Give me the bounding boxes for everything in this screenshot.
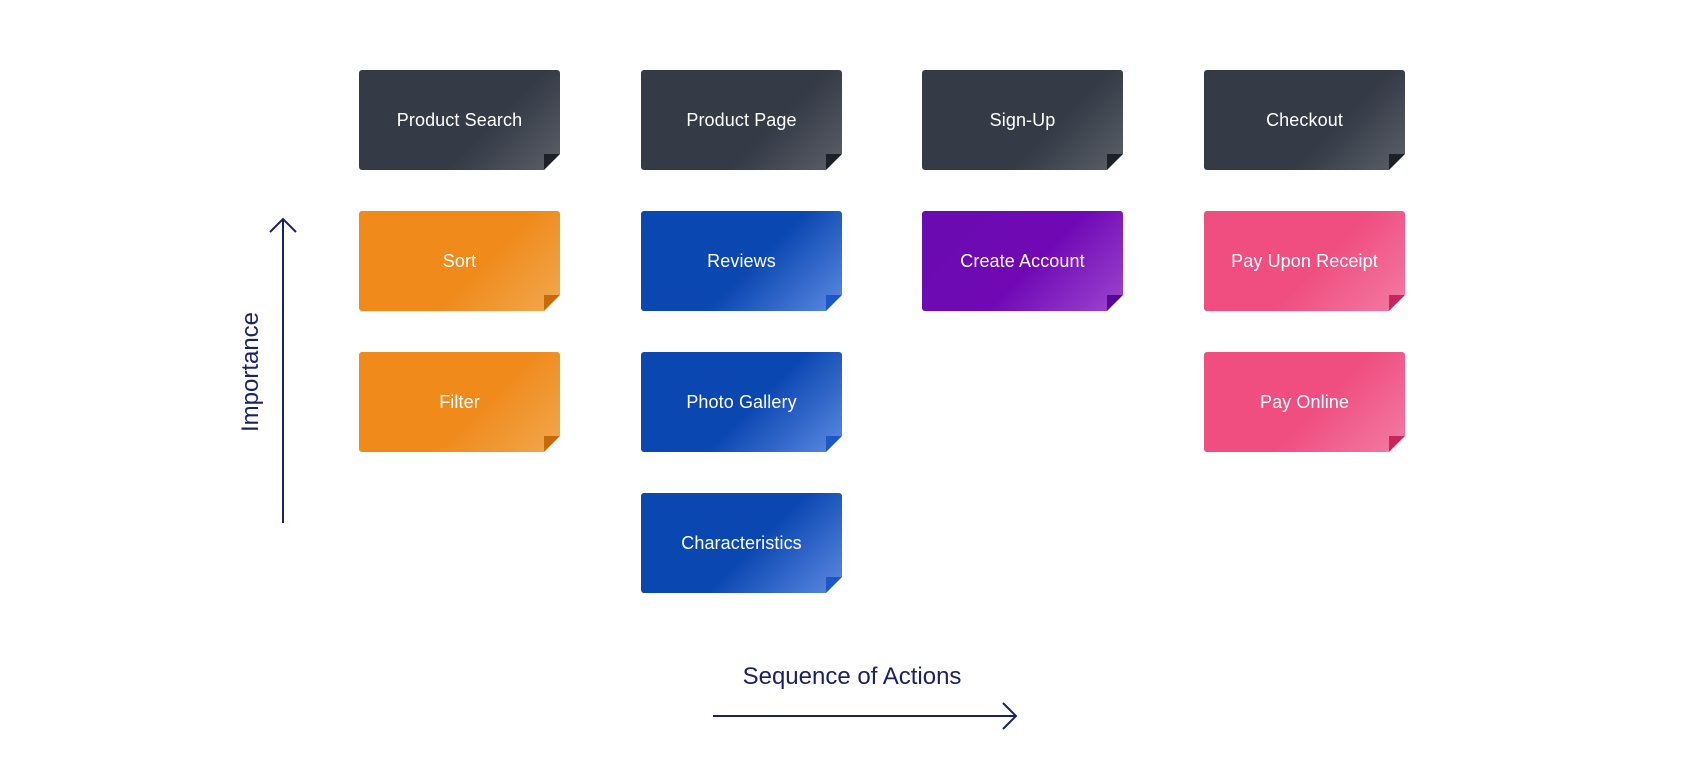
note-fold <box>1389 436 1405 452</box>
note-fold <box>826 436 842 452</box>
note-fold <box>544 295 560 311</box>
note-label: Product Search <box>396 109 523 130</box>
note-fold <box>826 295 842 311</box>
note-create-account: Create Account <box>922 211 1123 311</box>
note-fold <box>826 154 842 170</box>
note-label: Pay Upon Receipt <box>1231 250 1378 271</box>
note-fold <box>1389 295 1405 311</box>
note-label: Checkout <box>1266 109 1343 130</box>
note-label: Characteristics <box>681 532 802 553</box>
note-reviews: Reviews <box>641 211 842 311</box>
note-label: Photo Gallery <box>686 391 797 412</box>
note-product-page: Product Page <box>641 70 842 170</box>
note-sort: Sort <box>359 211 560 311</box>
note-fold <box>544 154 560 170</box>
note-filter: Filter <box>359 352 560 452</box>
x-axis-label: Sequence of Actions <box>742 663 962 690</box>
note-characteristics: Characteristics <box>641 493 842 593</box>
note-fold <box>544 436 560 452</box>
note-label: Reviews <box>707 250 776 271</box>
note-fold <box>1107 295 1123 311</box>
note-fold <box>1389 154 1405 170</box>
importance-arrow-icon <box>269 217 297 523</box>
note-sign-up: Sign-Up <box>922 70 1123 170</box>
sequence-arrow-icon <box>713 702 1018 730</box>
note-label: Pay Online <box>1259 391 1350 412</box>
y-axis-label: Importance <box>237 311 264 433</box>
note-fold <box>1107 154 1123 170</box>
note-checkout: Checkout <box>1204 70 1405 170</box>
note-pay-online: Pay Online <box>1204 352 1405 452</box>
note-label: Sort <box>442 250 477 271</box>
note-label: Product Page <box>686 109 797 130</box>
note-label: Filter <box>439 391 480 412</box>
note-photo-gallery: Photo Gallery <box>641 352 842 452</box>
note-fold <box>826 577 842 593</box>
note-label: Sign-Up <box>989 109 1056 130</box>
note-pay-upon-receipt: Pay Upon Receipt <box>1204 211 1405 311</box>
note-label: Create Account <box>960 250 1085 271</box>
note-product-search: Product Search <box>359 70 560 170</box>
